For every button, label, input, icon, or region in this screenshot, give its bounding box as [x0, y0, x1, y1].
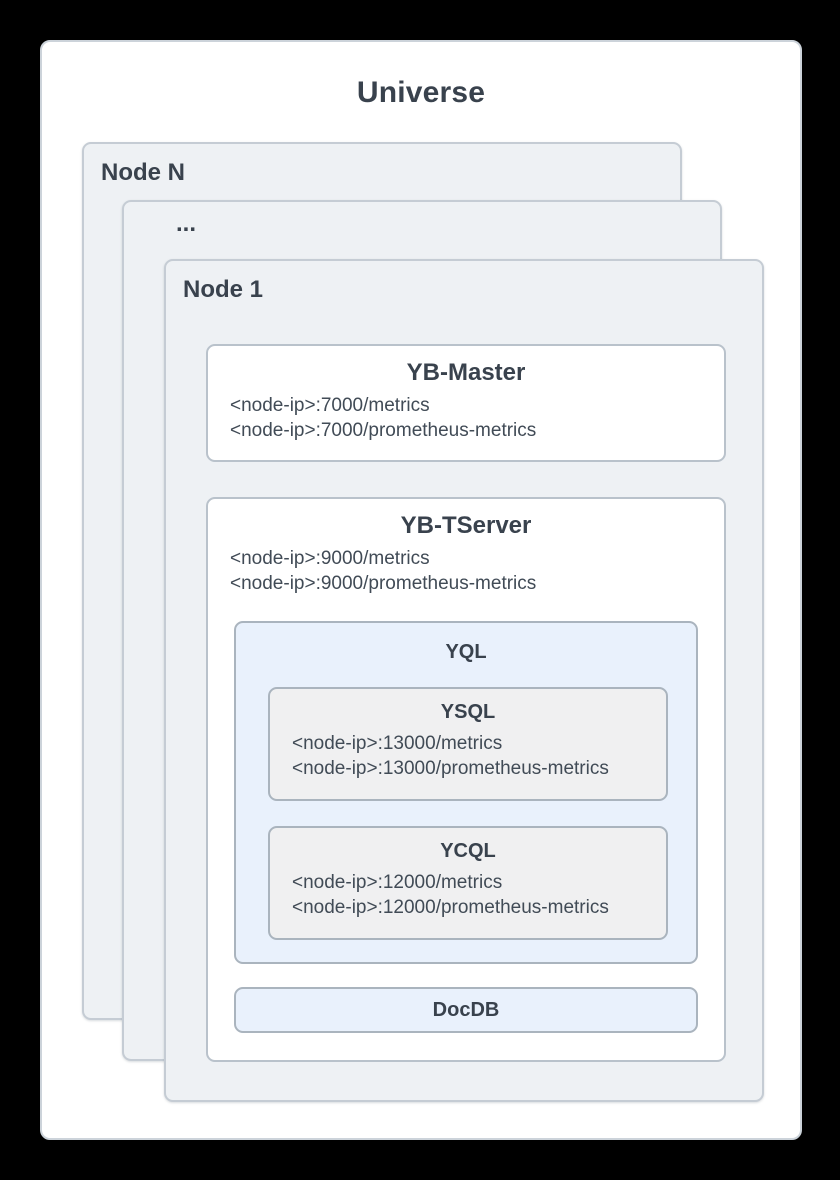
ycql-title: YCQL	[440, 840, 496, 862]
node-1-box: Node 1 YB-Master <node-ip>:7000/metrics …	[164, 259, 764, 1102]
yb-master-box: YB-Master <node-ip>:7000/metrics <node-i…	[206, 344, 726, 462]
metric-endpoint: <node-ip>:12000/metrics	[292, 872, 503, 893]
metric-endpoint: <node-ip>:12000/prometheus-metrics	[292, 897, 609, 918]
ycql-box: YCQL <node-ip>:12000/metrics <node-ip>:1…	[268, 826, 668, 940]
metric-endpoint: <node-ip>:13000/metrics	[292, 733, 503, 754]
yb-tserver-box: YB-TServer <node-ip>:9000/metrics <node-…	[206, 497, 726, 1062]
metric-endpoint: <node-ip>:7000/prometheus-metrics	[230, 420, 537, 441]
docdb-title: DocDB	[432, 998, 500, 1021]
node-ellipsis-label: ...	[176, 210, 197, 237]
metric-endpoint: <node-ip>:9000/prometheus-metrics	[230, 573, 537, 594]
ysql-box: YSQL <node-ip>:13000/metrics <node-ip>:1…	[268, 687, 668, 801]
yql-box: YQL YSQL <node-ip>:13000/metrics <node-i…	[234, 621, 698, 964]
universe-title: Universe	[356, 76, 486, 109]
metric-endpoint: <node-ip>:9000/metrics	[230, 548, 430, 569]
metric-endpoint: <node-ip>:7000/metrics	[230, 395, 430, 416]
yb-tserver-title: YB-TServer	[400, 512, 532, 539]
universe-box: Universe Node N ... Node 1 YB-Master <no…	[40, 40, 802, 1140]
yb-master-metrics: <node-ip>:7000/metrics <node-ip>:7000/pr…	[230, 393, 724, 443]
yb-master-title: YB-Master	[406, 359, 526, 386]
ysql-title: YSQL	[440, 701, 496, 723]
metric-endpoint: <node-ip>:13000/prometheus-metrics	[292, 758, 609, 779]
docdb-box: DocDB	[234, 987, 698, 1033]
ycql-metrics: <node-ip>:12000/metrics <node-ip>:12000/…	[292, 870, 666, 920]
node-n-label: Node N	[101, 159, 185, 186]
yql-title: YQL	[445, 641, 487, 663]
yb-tserver-metrics: <node-ip>:9000/metrics <node-ip>:9000/pr…	[230, 546, 724, 596]
node-1-label: Node 1	[183, 276, 264, 303]
ysql-metrics: <node-ip>:13000/metrics <node-ip>:13000/…	[292, 731, 666, 781]
